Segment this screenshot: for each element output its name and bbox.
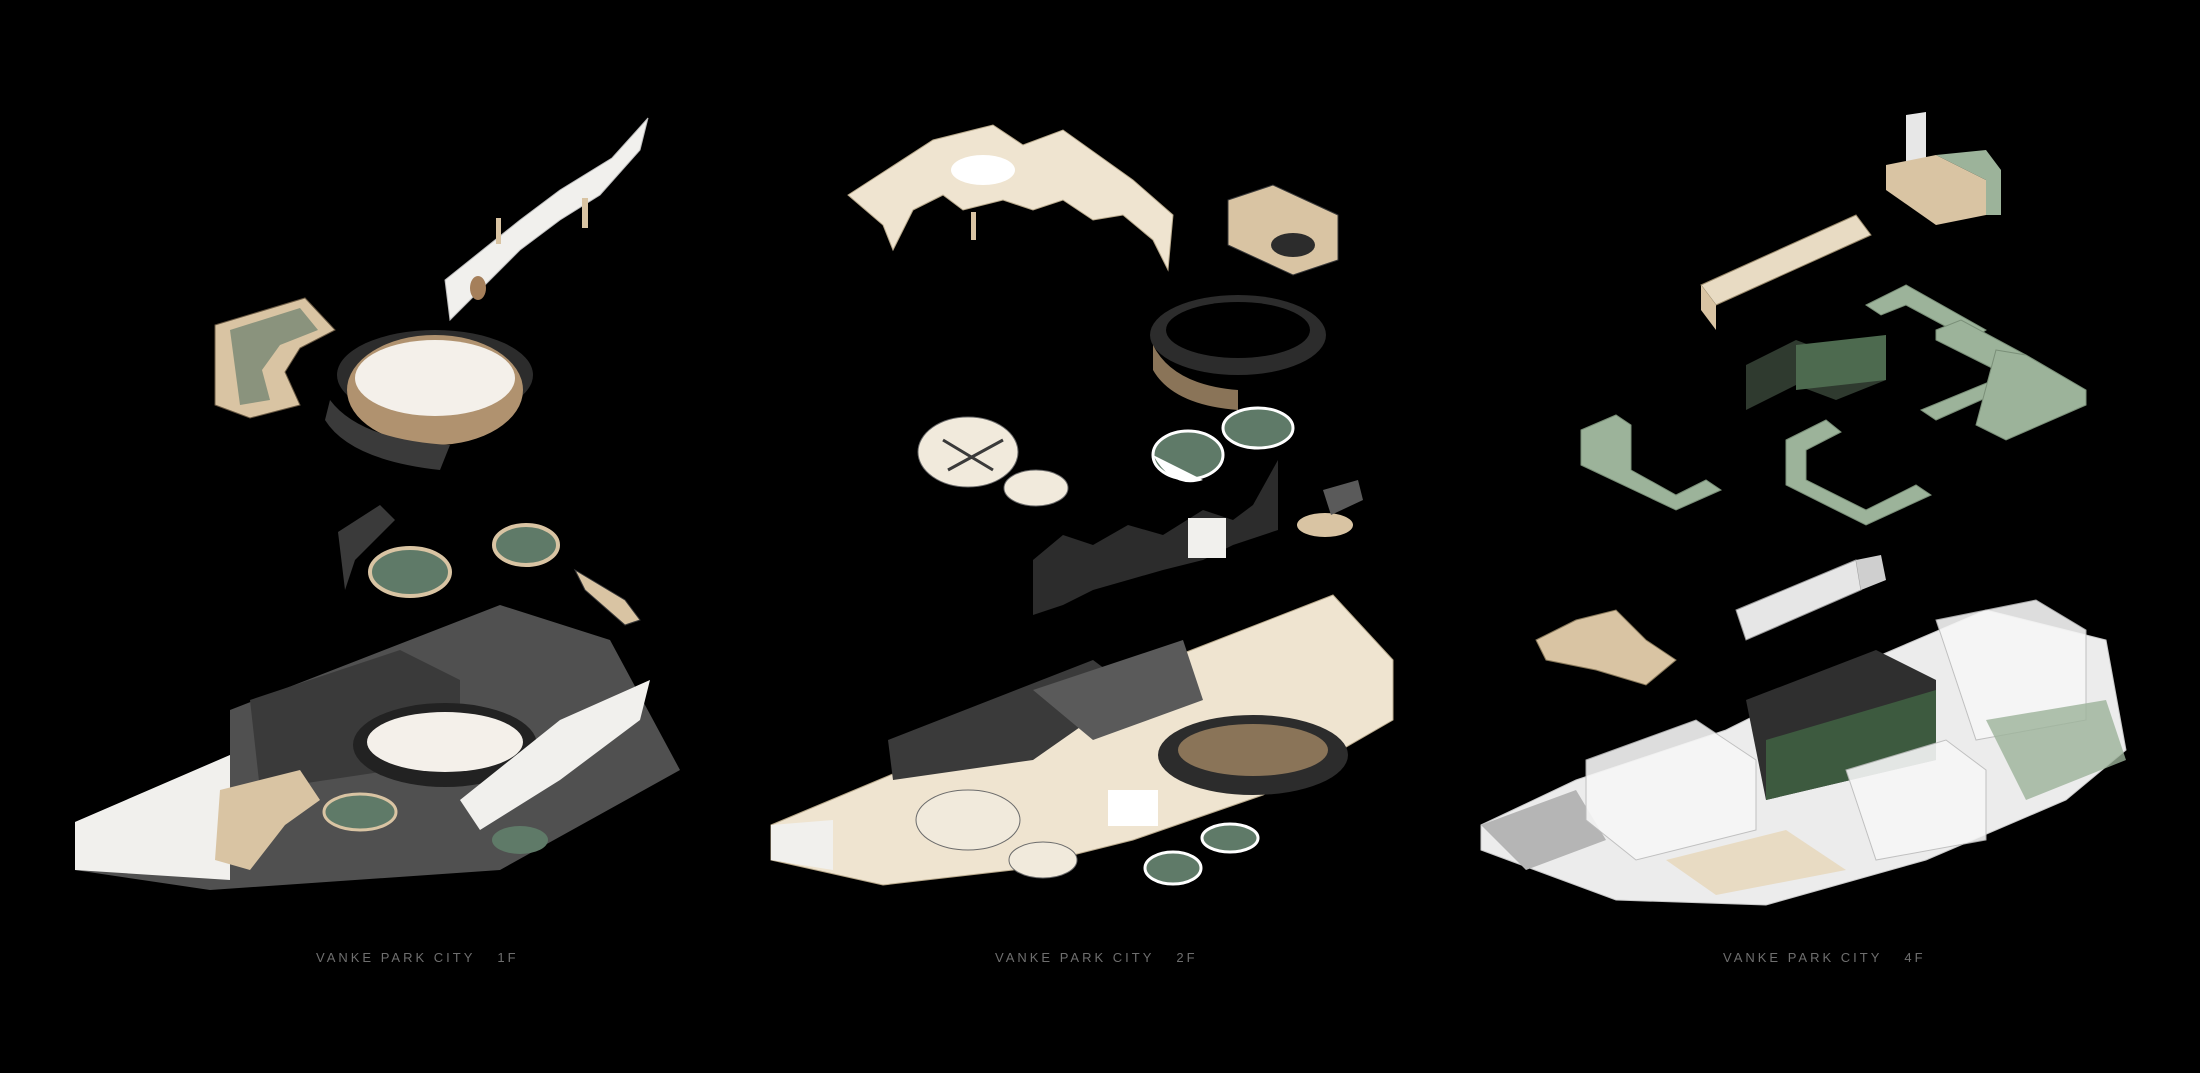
caption-2f: VANKE PARK CITY 2F bbox=[995, 950, 1198, 965]
box-module bbox=[1227, 184, 1339, 276]
panel-1f: VANKE PARK CITY 1F bbox=[0, 0, 733, 1073]
axonometric-diagram-2f bbox=[770, 124, 1394, 886]
ring-bar bbox=[1150, 295, 1326, 410]
cloud-canopy bbox=[847, 124, 1174, 272]
ring-pavilion bbox=[325, 330, 533, 470]
lamp-fixture bbox=[1297, 480, 1363, 537]
caption-4f-title: VANKE PARK CITY bbox=[1723, 950, 1883, 965]
caption-2f-title: VANKE PARK CITY bbox=[995, 950, 1155, 965]
glass-module bbox=[1735, 555, 1886, 641]
stepped-seating bbox=[214, 297, 336, 419]
mountain-sculpture bbox=[1535, 609, 1677, 686]
axonometric-diagram-1f bbox=[75, 117, 680, 890]
living-wall bbox=[1746, 335, 1886, 410]
caption-2f-floor: 2F bbox=[1176, 950, 1198, 965]
caption-4f: VANKE PARK CITY 4F bbox=[1723, 950, 1926, 965]
panel-4f: VANKE PARK CITY 4F bbox=[1466, 0, 2200, 1073]
floor-plate-1f bbox=[75, 605, 680, 890]
caption-4f-floor: 4F bbox=[1904, 950, 1926, 965]
floor-plate-2f bbox=[770, 594, 1394, 886]
panel-2f: VANKE PARK CITY 2F bbox=[733, 0, 1466, 1073]
timber-bench bbox=[1700, 214, 1872, 330]
stair-pavilion bbox=[1886, 112, 2001, 225]
green-walls bbox=[1580, 284, 2087, 526]
dark-wall-module bbox=[1033, 460, 1278, 615]
canopy-membrane bbox=[444, 117, 649, 322]
caption-1f: VANKE PARK CITY 1F bbox=[316, 950, 519, 965]
caption-1f-floor: 1F bbox=[497, 950, 519, 965]
fixtures bbox=[338, 505, 641, 626]
plan-ovals bbox=[917, 416, 1069, 507]
green-bowls bbox=[1151, 406, 1295, 483]
axonometric-diagram-4f bbox=[1480, 112, 2127, 906]
caption-1f-title: VANKE PARK CITY bbox=[316, 950, 476, 965]
floor-plate-4f bbox=[1480, 599, 2127, 906]
